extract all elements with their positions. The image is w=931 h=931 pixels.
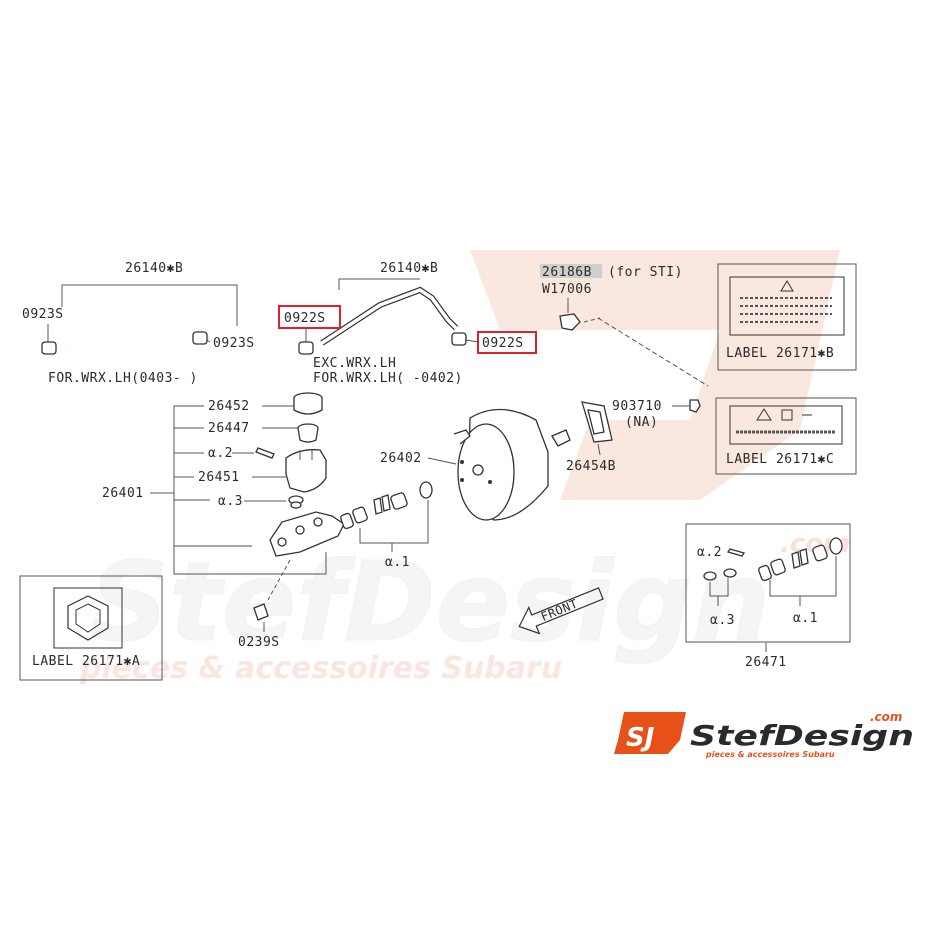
clamp-rh-left xyxy=(298,341,314,355)
part-label-bleeder: 0239S xyxy=(238,635,280,650)
part-label-clamp-rh-left: 0922S xyxy=(284,311,326,326)
part-label-kit-alpha3: α.3 xyxy=(710,613,735,628)
part-label-valve-sti: 26186B xyxy=(542,265,592,280)
watermark-tagline: pieces & accessoires Subaru xyxy=(79,651,562,686)
brand-logo-mark-text: SJ xyxy=(626,723,655,753)
brand-logo-name: StefDesign xyxy=(690,719,914,752)
hose-rh xyxy=(321,287,458,345)
grommet xyxy=(288,495,304,509)
watermark: StefDesign .com pieces & accessoires Sub… xyxy=(79,250,850,686)
part-label-grommet: α.3 xyxy=(218,494,243,509)
clevis xyxy=(551,429,571,447)
hose-group-center: 26140✱B 0922S 0922S EXC.WRX.LH FOR.WRX.L… xyxy=(278,261,537,386)
highlight-box-clamp-rh-left xyxy=(278,305,341,329)
part-label-hose-lh: 26140✱B xyxy=(125,261,183,276)
label-a-group: LABEL 26171✱A xyxy=(19,575,163,681)
note-valve-sti: (for STI) xyxy=(608,265,683,280)
clip xyxy=(559,313,581,331)
part-label-pin: α.2 xyxy=(208,446,233,461)
brand-logo-tagline: pieces & accessoires Subaru xyxy=(705,750,835,759)
part-label-clip: W17006 xyxy=(542,282,592,297)
part-label-reservoir: 26451 xyxy=(198,470,240,485)
repair-kit-group: α.2 α.3 α.1 26471 xyxy=(685,523,851,670)
gasket: 26454B xyxy=(551,401,616,474)
label-c-caption: LABEL 26171✱C xyxy=(726,452,834,467)
note-lh-wrx: FOR.WRX.LH(0403- ) xyxy=(48,371,198,386)
part-label-booster: 26402 xyxy=(380,451,422,466)
piston-kit: α.1 xyxy=(340,481,433,570)
warning-triangle-icon xyxy=(780,280,794,292)
label-a-caption: LABEL 26171✱A xyxy=(32,654,140,669)
reservoir xyxy=(285,449,327,493)
watermark-logo-mark xyxy=(470,250,840,500)
note-exc-wrx: EXC.WRX.LH xyxy=(313,356,396,371)
brand-logo-dot-com: .com xyxy=(870,710,902,724)
bleeder xyxy=(253,603,269,621)
part-label-hose-rh: 26140✱B xyxy=(380,261,438,276)
part-label-cap: 26452 xyxy=(208,399,250,414)
part-label-kit-alpha1: α.1 xyxy=(385,555,410,570)
pin xyxy=(255,447,275,459)
hose-group-left: 26140✱B 0923S 0923S FOR.WRX.LH(0403- ) xyxy=(22,261,255,386)
note-wrx-range: FOR.WRX.LH( -0402) xyxy=(313,371,463,386)
clamp-lh-right xyxy=(192,331,208,345)
reservoir-filter xyxy=(297,423,319,443)
master-cylinder-callouts: 26452 26447 α.2 26451 26401 α.3 xyxy=(102,399,327,575)
nut-group: 903710 (NA) xyxy=(612,399,701,430)
part-label-assembly: 26401 xyxy=(102,486,144,501)
part-label-filter: 26447 xyxy=(208,421,250,436)
sti-valve-group: 26186B (for STI) W17006 xyxy=(540,264,709,387)
master-cylinder xyxy=(267,511,345,601)
part-label-clamp-lh-left: 0923S xyxy=(22,307,64,322)
nut xyxy=(689,399,701,413)
clamp-rh-right xyxy=(451,332,467,346)
highlight-box-clamp-rh-right xyxy=(477,331,537,354)
note-nut: (NA) xyxy=(625,415,658,430)
part-label-nut: 903710 xyxy=(612,399,662,414)
brand-logo-mark xyxy=(614,712,686,754)
warning-triangle-icon-c xyxy=(756,408,772,421)
clamp-lh-left xyxy=(41,341,57,355)
part-label-kit-alpha1b: α.1 xyxy=(793,611,818,626)
label-c-group: LABEL 26171✱C xyxy=(715,397,857,475)
label-b-caption: LABEL 26171✱B xyxy=(726,346,834,361)
part-label-clamp-rh-right: 0922S xyxy=(482,336,524,351)
hexagon-icon xyxy=(67,595,109,641)
label-b-group: LABEL 26171✱B xyxy=(717,263,857,371)
part-label-repair-kit: 26471 xyxy=(745,655,787,670)
watermark-brand: StefDesign xyxy=(90,538,770,666)
part-label-kit-alpha2: α.2 xyxy=(697,545,722,560)
reservoir-cap xyxy=(293,392,323,415)
part-label-gasket: 26454B xyxy=(566,459,616,474)
bleeder-group: 0239S xyxy=(238,603,280,650)
brake-booster: 26402 xyxy=(380,408,549,521)
part-label-clamp-lh-right: 0923S xyxy=(213,336,255,351)
brand-logo: SJ .com StefDesign pieces & accessoires … xyxy=(614,710,914,759)
